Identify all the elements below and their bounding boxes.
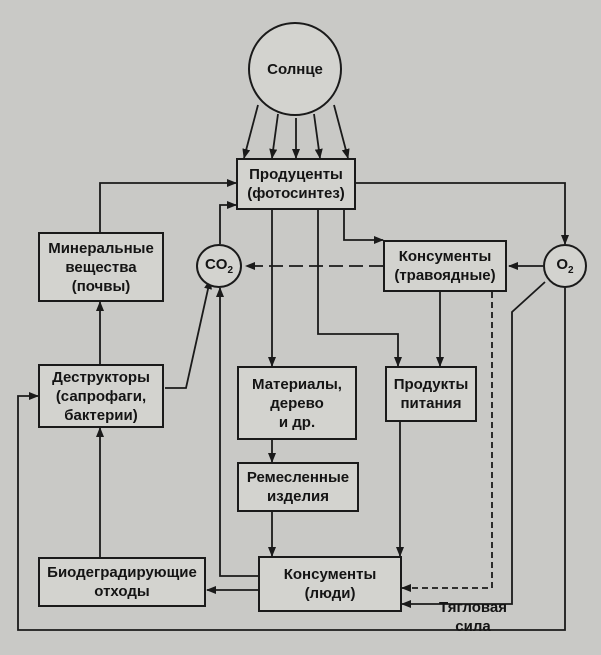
herbivore-consumers-box: Консументы (травоядные) xyxy=(383,240,507,292)
sun-ray-arrow xyxy=(313,113,323,159)
sun-node: Солнце xyxy=(248,22,342,116)
sun-label: Солнце xyxy=(267,60,323,78)
producers-title: Продуценты xyxy=(249,166,343,183)
o2-to-destructors-arrow xyxy=(17,288,566,631)
o2-to-people-arrow xyxy=(401,281,546,608)
crafts-line-2: изделия xyxy=(266,488,330,505)
people-to-co2-arrow xyxy=(216,287,258,577)
people-subtitle: (люди) xyxy=(304,585,356,602)
destructors-line-1: Деструкторы xyxy=(52,368,150,386)
biowaste-line-2: отходы xyxy=(94,583,150,600)
producers-to-food-arrow xyxy=(317,210,402,367)
herbivores-subtitle: (травоядные) xyxy=(394,267,496,284)
materials-line-2: дерево xyxy=(270,394,324,412)
destructors-box: Деструкторы (сапрофаги, бактерии) xyxy=(38,364,164,428)
o2-node: O2 xyxy=(543,244,587,288)
minerals-line-3: (почвы) xyxy=(71,277,131,295)
co2-to-producers-arrow xyxy=(219,201,237,244)
handicrafts-box: Ремесленные изделия xyxy=(237,462,359,512)
minerals-box: Минеральные вещества (почвы) xyxy=(38,232,164,302)
producers-to-o2-arrow xyxy=(355,182,569,245)
people-consumers-box: Консументы (люди) xyxy=(258,556,402,612)
destructors-to-co2-arrow xyxy=(165,279,212,389)
sun-ray-arrow xyxy=(333,104,350,159)
biowaste-line-1: Биодеградирующие xyxy=(47,564,197,581)
minerals-line-2: вещества xyxy=(65,258,137,276)
co2-node: CO2 xyxy=(196,244,242,288)
destructors-line-2: (сапрофаги, xyxy=(55,387,147,405)
producers-box: Продуценты (фотосинтез) xyxy=(236,158,356,210)
draft-force-line-1: Тягловая xyxy=(438,599,508,616)
sun-ray-arrow xyxy=(269,113,279,159)
materials-box: Материалы, дерево и др. xyxy=(237,366,357,440)
food-line-1: Продукты xyxy=(393,376,469,393)
o2-label: O2 xyxy=(556,256,574,276)
draft-force-dashed-arrow xyxy=(401,292,493,592)
minerals-to-producers-arrow xyxy=(99,179,237,232)
biowaste-box: Биодеградирующие отходы xyxy=(38,557,206,607)
people-title: Консументы xyxy=(283,566,377,583)
materials-line-3: и др. xyxy=(278,413,316,431)
co2-label: CO2 xyxy=(204,256,234,276)
food-products-box: Продукты питания xyxy=(385,366,477,422)
producers-to-herbivores-arrow xyxy=(343,210,384,244)
producers-subtitle: (фотосинтез) xyxy=(247,185,345,202)
food-line-2: питания xyxy=(400,395,462,412)
materials-line-1: Материалы, xyxy=(252,375,342,393)
draft-force-line-2: сила xyxy=(455,618,491,635)
crafts-line-1: Ремесленные xyxy=(246,469,350,486)
sun-ray-arrow xyxy=(242,104,259,159)
herbivores-title: Консументы xyxy=(398,248,492,265)
destructors-line-3: бактерии) xyxy=(64,406,138,424)
minerals-line-1: Минеральные xyxy=(48,239,154,257)
draft-force-label: Тягловая сила xyxy=(426,598,520,636)
